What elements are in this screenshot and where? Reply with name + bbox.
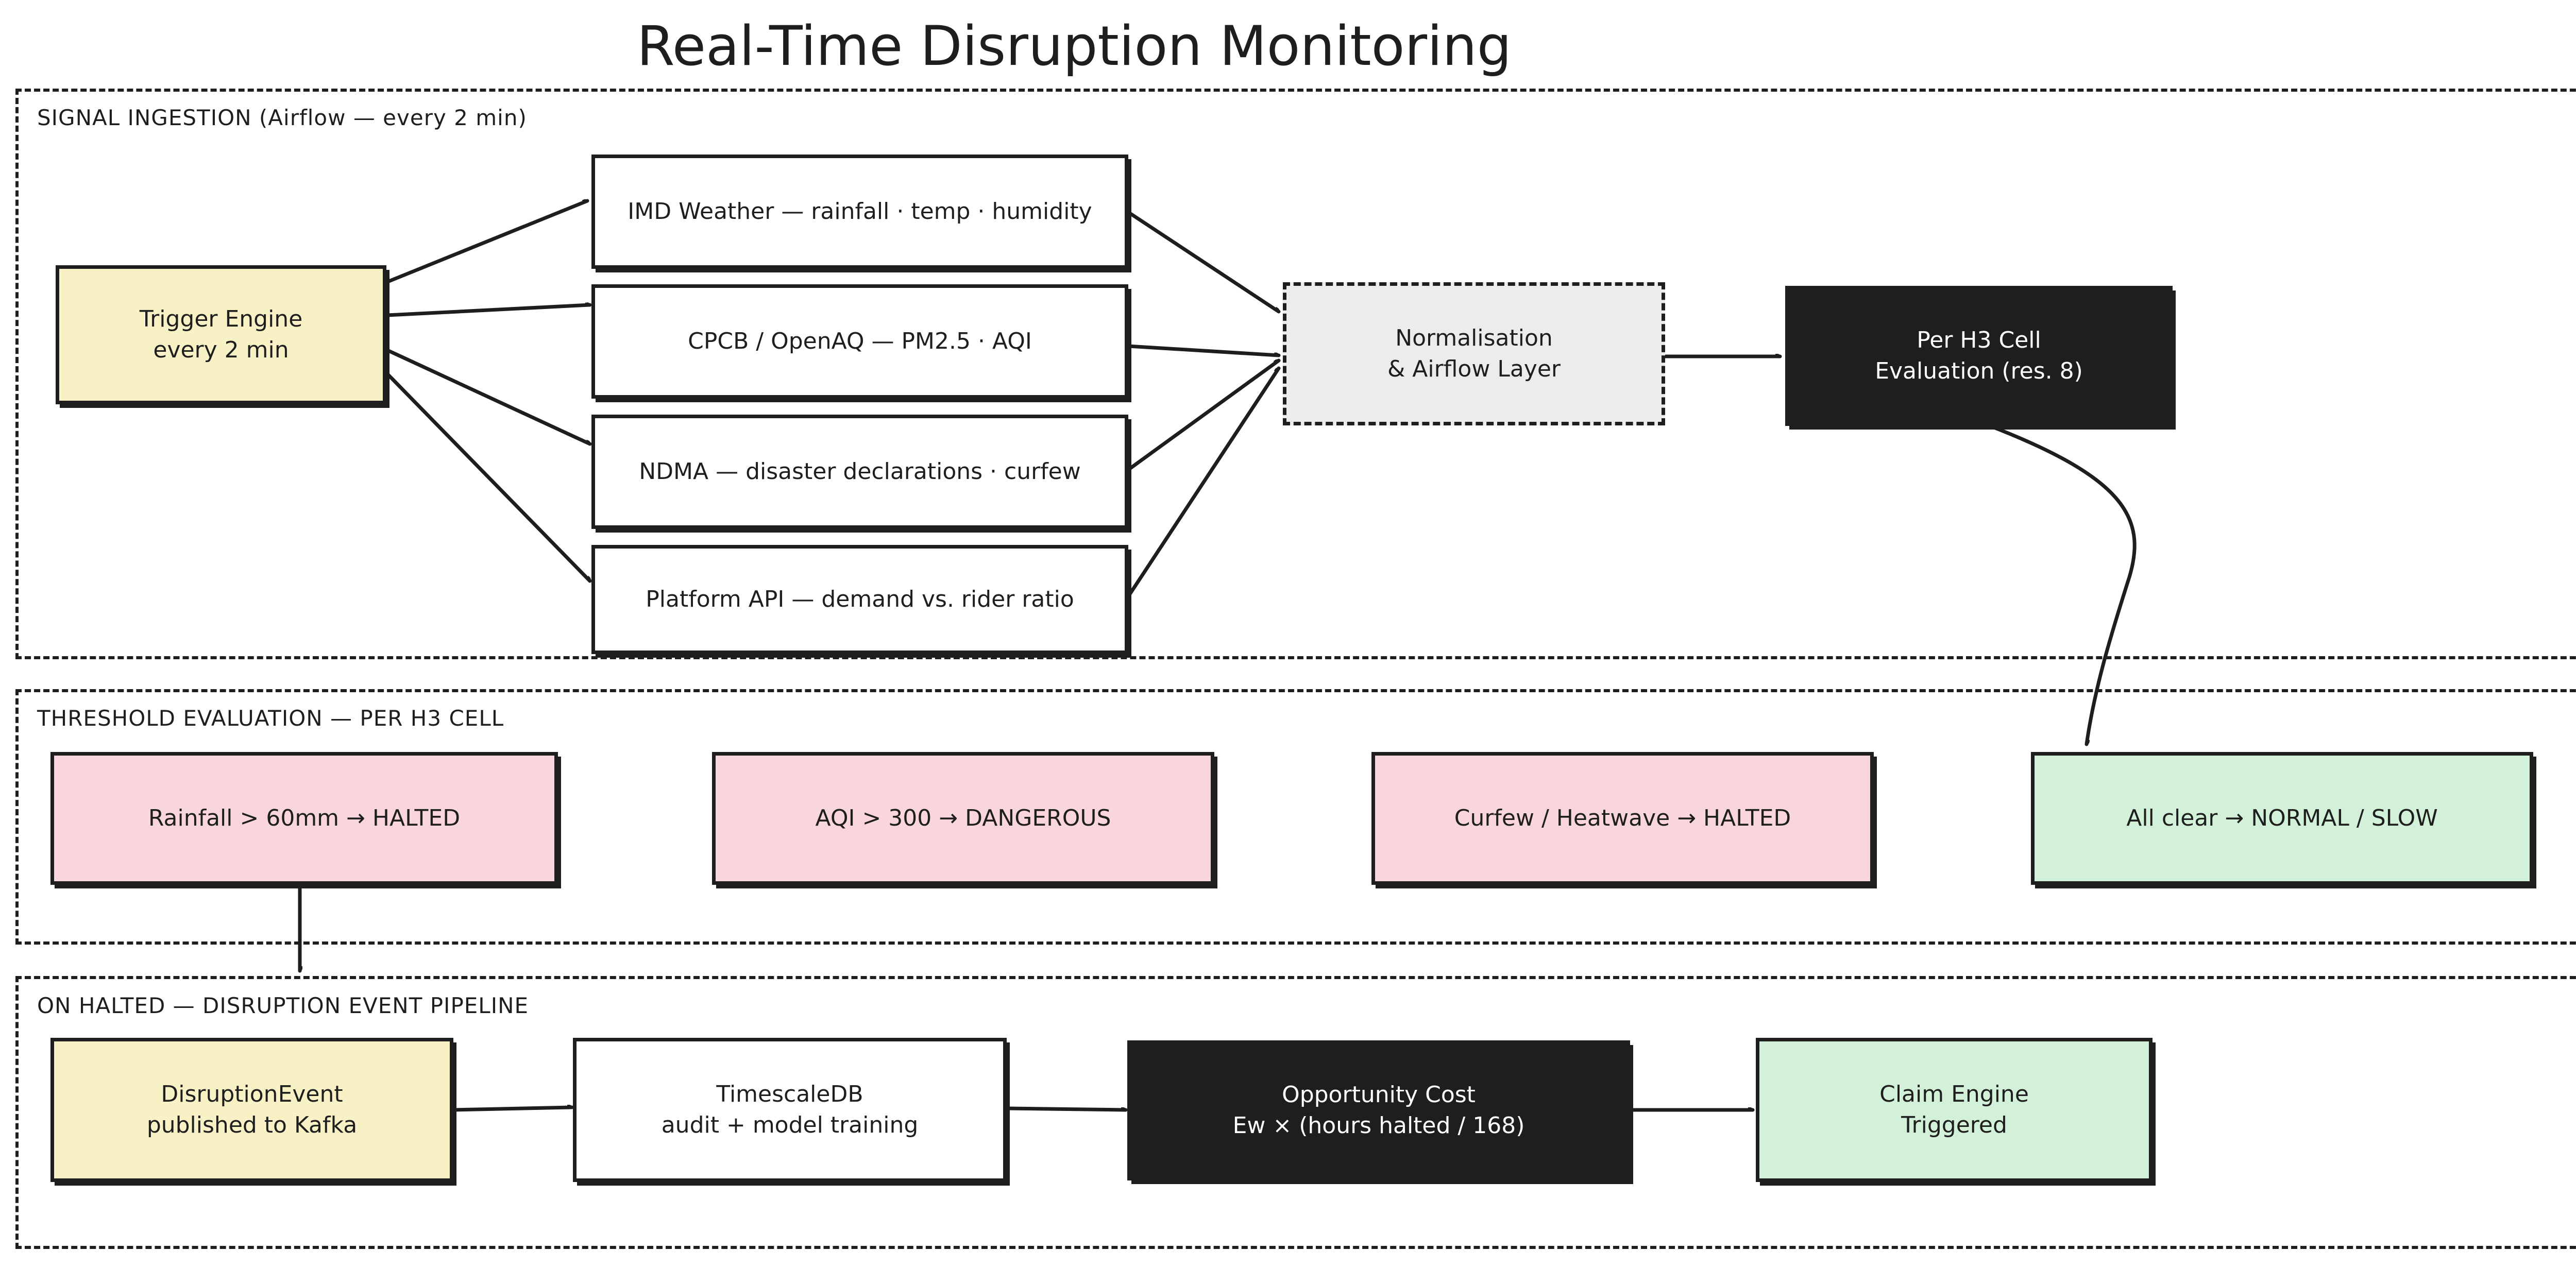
arrow-trigger-to-ndma — [385, 348, 592, 444]
arrow-imd-to-normalisation — [1126, 210, 1279, 312]
diagram-title: Real-Time Disruption Monitoring — [636, 14, 1512, 78]
node-cpcb-openaq: CPCB / OpenAQ — PM2.5 · AQI — [591, 284, 1128, 399]
arrow-trigger-to-imd — [384, 201, 589, 284]
node-h3-cell-evaluation: Per H3 Cell Evaluation (res. 8) — [1785, 286, 2173, 426]
node-timescaledb: TimescaleDB audit + model training — [573, 1038, 1007, 1182]
node-disruption-event: DisruptionEvent published to Kafka — [50, 1038, 453, 1182]
arrow-cpcb-to-normalisation — [1126, 344, 1281, 355]
node-claim-engine: Claim Engine Triggered — [1756, 1038, 2153, 1182]
node-opportunity-cost: Opportunity Cost Ew × (hours halted / 16… — [1127, 1040, 1630, 1180]
section-signal-ingestion — [15, 89, 2576, 659]
section-label-signal-ingestion: SIGNAL INGESTION (Airflow — every 2 min) — [37, 105, 527, 130]
node-imd-weather: IMD Weather — rainfall · temp · humidity — [591, 155, 1128, 269]
node-platform-api: Platform API — demand vs. rider ratio — [591, 545, 1128, 654]
arrow-trigger-to-cpcb — [385, 305, 592, 317]
node-rainfall-halted: Rainfall > 60mm → HALTED — [50, 752, 558, 885]
arrow-ndma-to-normalisation — [1126, 361, 1279, 472]
section-disruption-pipeline — [15, 976, 2576, 1249]
arrow-event-to-timescale — [451, 1107, 574, 1112]
node-curfew-heatwave-halted: Curfew / Heatwave → HALTED — [1371, 752, 1874, 885]
node-ndma: NDMA — disaster declarations · curfew — [591, 415, 1128, 529]
arrow-h3eval-to-allclear — [1987, 423, 2137, 746]
node-aqi-dangerous: AQI > 300 → DANGEROUS — [712, 752, 1214, 885]
section-threshold-evaluation — [15, 689, 2576, 945]
section-label-disruption-pipeline: ON HALTED — DISRUPTION EVENT PIPELINE — [37, 993, 529, 1018]
section-label-threshold-evaluation: THRESHOLD EVALUATION — PER H3 CELL — [37, 706, 504, 731]
node-all-clear: All clear → NORMAL / SLOW — [2031, 752, 2533, 885]
arrow-platform-to-normalisation — [1126, 368, 1279, 598]
node-trigger-engine: Trigger Engine every 2 min — [56, 265, 386, 404]
node-normalisation-layer: Normalisation & Airflow Layer — [1283, 282, 1665, 425]
arrow-timescale-to-opportunity — [1005, 1106, 1128, 1110]
arrow-trigger-to-platform — [383, 370, 590, 581]
